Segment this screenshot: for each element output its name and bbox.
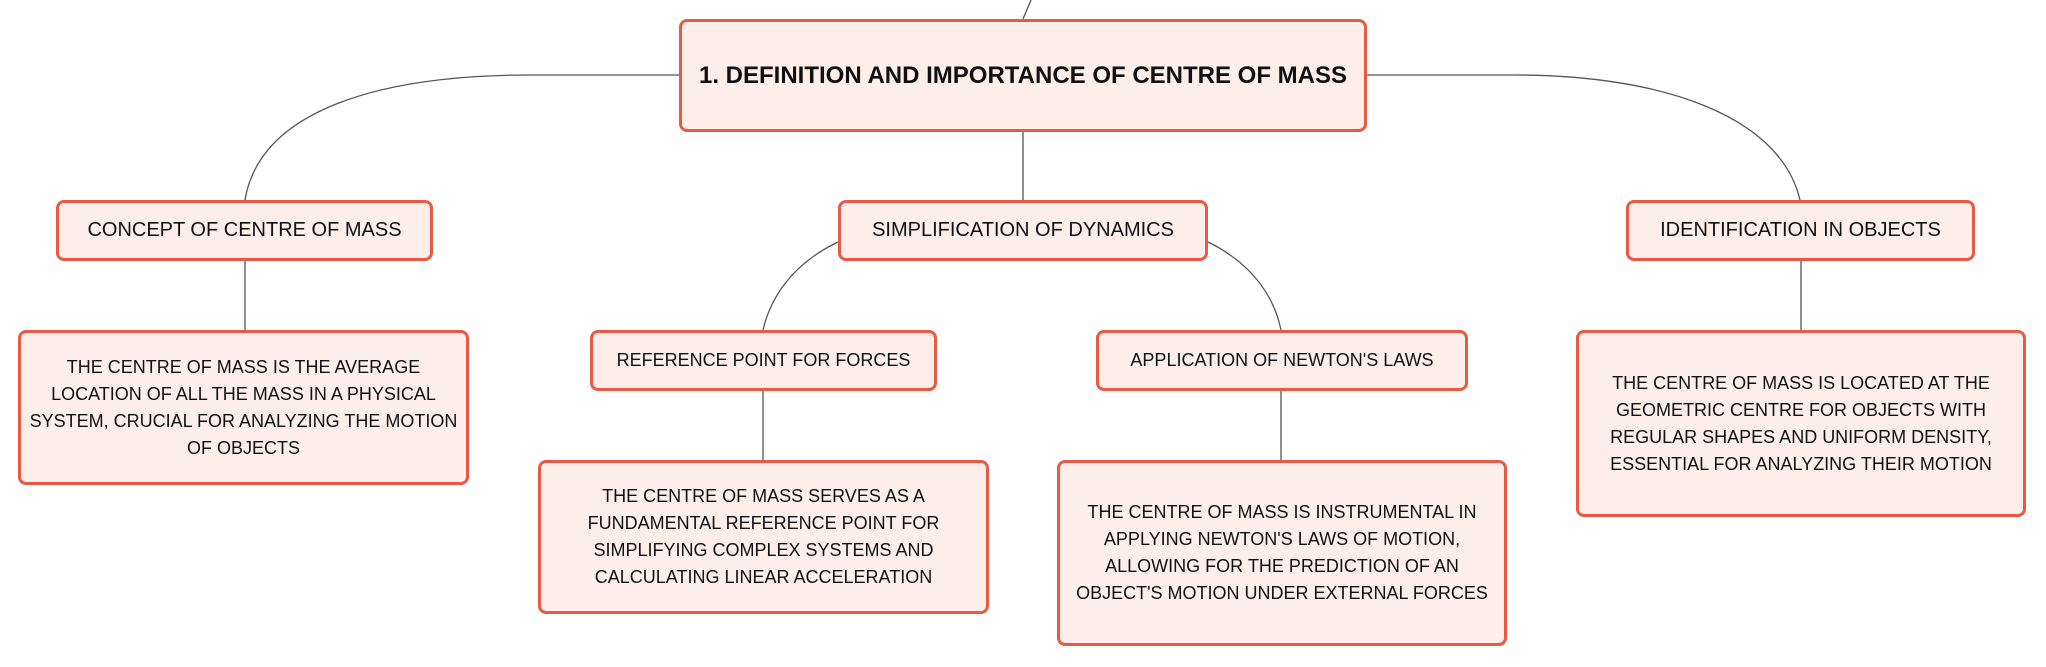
topic-concept-label: CONCEPT OF CENTRE OF MASS: [87, 219, 402, 241]
subtopic-newton-node[interactable]: APPLICATION OF NEWTON'S LAWS: [1096, 330, 1468, 391]
detail-identification-text: THE CENTRE OF MASS IS LOCATED AT THE GEO…: [1610, 372, 1992, 474]
connector-root-concept: [244, 74, 679, 201]
topic-identification-label: IDENTIFICATION IN OBJECTS: [1660, 219, 1941, 241]
detail-reference-point-text: THE CENTRE OF MASS SERVES AS A FUNDAMENT…: [587, 486, 940, 587]
topic-identification-node[interactable]: IDENTIFICATION IN OBJECTS: [1626, 200, 1975, 261]
root-node[interactable]: 1. DEFINITION AND IMPORTANCE OF CENTRE O…: [679, 19, 1367, 132]
subtopic-reference-point-label: REFERENCE POINT FOR FORCES: [616, 350, 911, 370]
detail-newton-node[interactable]: THE CENTRE OF MASS IS INSTRUMENTAL IN AP…: [1057, 460, 1507, 646]
topic-concept-node[interactable]: CONCEPT OF CENTRE OF MASS: [56, 200, 433, 261]
subtopic-newton-label: APPLICATION OF NEWTON'S LAWS: [1130, 350, 1434, 370]
detail-reference-point-node[interactable]: THE CENTRE OF MASS SERVES AS A FUNDAMENT…: [538, 460, 989, 614]
connector-simplification-newton: [1207, 241, 1282, 331]
detail-identification-node[interactable]: THE CENTRE OF MASS IS LOCATED AT THE GEO…: [1576, 330, 2026, 517]
detail-newton-text: THE CENTRE OF MASS IS INSTRUMENTAL IN AP…: [1076, 502, 1488, 603]
subtopic-reference-point-node[interactable]: REFERENCE POINT FOR FORCES: [590, 330, 937, 391]
connector-root-identification: [1367, 74, 1801, 201]
topic-simplification-label: SIMPLIFICATION OF DYNAMICS: [872, 219, 1174, 241]
connector-parent-stub: [1022, 0, 1032, 20]
connector-simplification-refpoint: [762, 241, 839, 331]
root-node-label: 1. DEFINITION AND IMPORTANCE OF CENTRE O…: [698, 61, 1347, 89]
topic-simplification-node[interactable]: SIMPLIFICATION OF DYNAMICS: [838, 200, 1208, 261]
detail-concept-text: THE CENTRE OF MASS IS THE AVERAGE LOCATI…: [29, 356, 458, 458]
detail-concept-node[interactable]: THE CENTRE OF MASS IS THE AVERAGE LOCATI…: [18, 330, 469, 485]
